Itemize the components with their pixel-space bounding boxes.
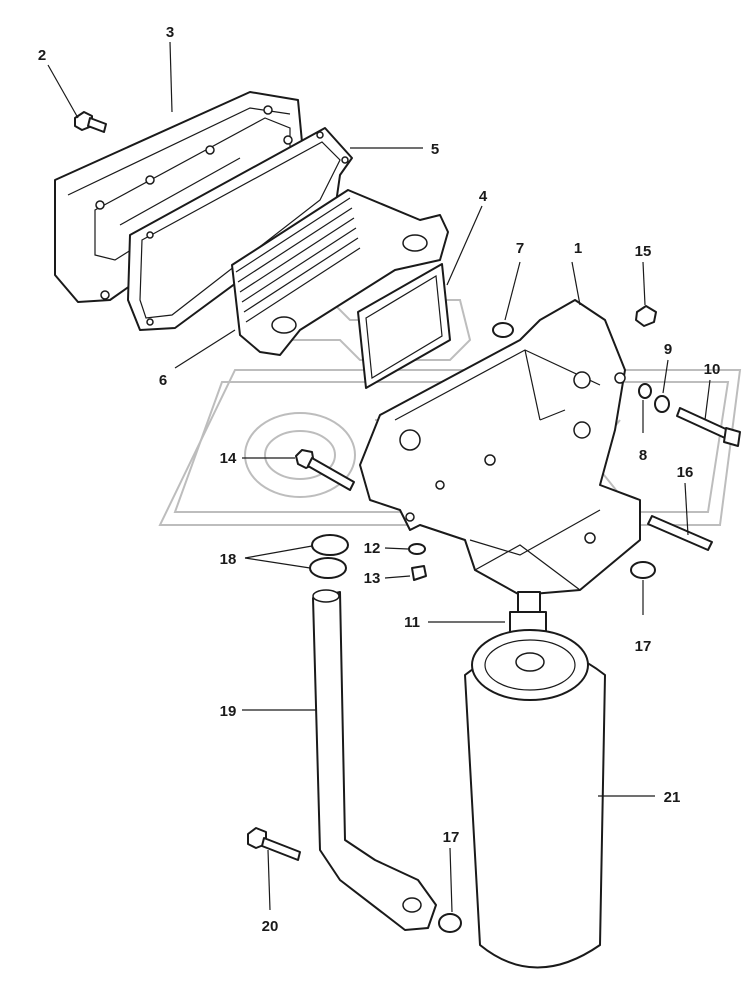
- callout-18: 18: [220, 551, 237, 568]
- callout-1: 1: [574, 240, 582, 257]
- callout-4: 4: [479, 188, 488, 205]
- callout-5: 5: [431, 141, 439, 158]
- callout-15: 15: [635, 243, 652, 260]
- part-seal-plate: [357, 263, 451, 389]
- callout-13: 13: [364, 570, 381, 587]
- part-filter-cartridge: [464, 629, 606, 969]
- part-oil-cooler: [231, 189, 449, 356]
- part-stud-16: [647, 515, 713, 551]
- callout-21: 21: [664, 789, 681, 806]
- callout-10: 10: [704, 361, 721, 378]
- part-o-ring-7: [492, 322, 514, 338]
- part-bolt-2: [74, 111, 107, 133]
- callout-9: 9: [664, 341, 672, 358]
- callout-3: 3: [166, 24, 174, 41]
- part-washer-8: [638, 383, 652, 399]
- part-plug-13: [411, 565, 427, 581]
- part-washer-12: [408, 543, 426, 555]
- part-oil-pipe: [312, 589, 437, 931]
- callout-12: 12: [364, 540, 381, 557]
- callout-8: 8: [639, 447, 647, 464]
- callout-20: 20: [262, 918, 279, 935]
- part-washer-9: [654, 395, 670, 413]
- callout-labels: 1 2 3 4 5 6 7 8 9 10 11 12 13 14 15 16 1…: [38, 24, 721, 935]
- part-bolt-10: [676, 407, 741, 447]
- leader-lines: [47, 41, 711, 913]
- callout-14: 14: [220, 450, 237, 467]
- callout-2: 2: [38, 47, 46, 64]
- part-o-ring-17-lower: [438, 913, 462, 933]
- callout-17-upper: 17: [635, 638, 652, 655]
- part-bolt-20: [247, 827, 301, 861]
- part-nut-15: [635, 305, 657, 327]
- callout-17-lower: 17: [443, 829, 460, 846]
- part-bolt-14: [295, 449, 355, 491]
- callout-7: 7: [516, 240, 524, 257]
- part-seals-18: [309, 534, 349, 579]
- callout-19: 19: [220, 703, 237, 720]
- part-o-ring-17-upper: [630, 561, 656, 579]
- callout-6: 6: [159, 372, 167, 389]
- callout-11: 11: [404, 614, 420, 631]
- callout-16: 16: [677, 464, 694, 481]
